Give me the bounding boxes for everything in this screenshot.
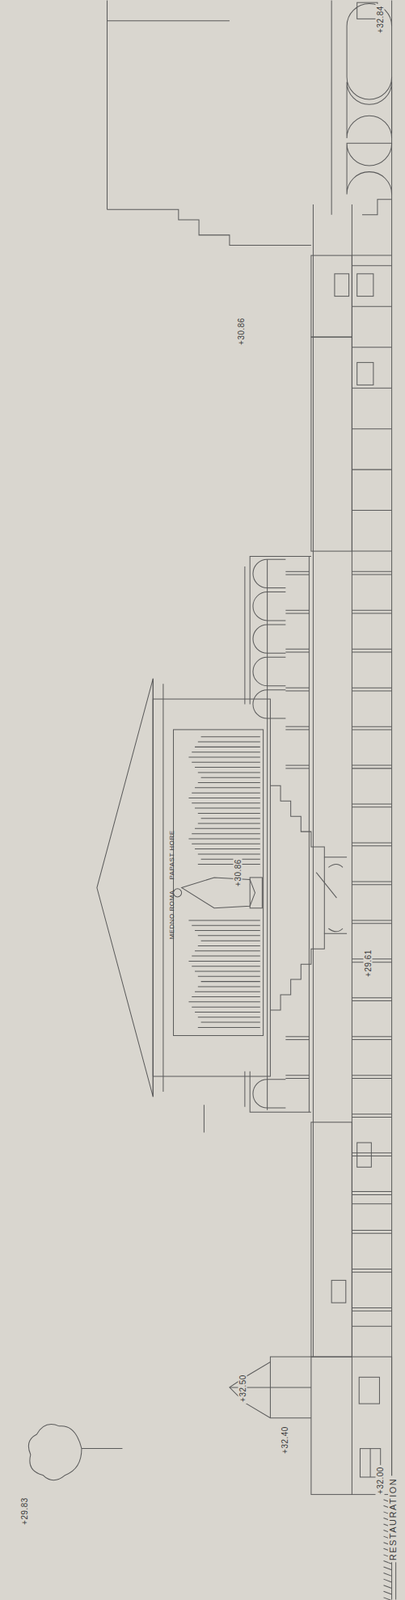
elevation-mark: +30.86	[236, 316, 246, 347]
elevation-mark: +32.84	[375, 4, 385, 35]
elevation-mark: +29.61	[363, 948, 373, 979]
inscription: PAPAST HORE	[168, 828, 176, 882]
elevation-mark: +32.50	[238, 1373, 248, 1405]
inscription: MEDNO ROMA	[168, 889, 176, 942]
title-label: RESTAURATION	[388, 1476, 398, 1564]
elevation-mark: +32.40	[280, 1425, 290, 1456]
elevation-mark: +29.83	[20, 1496, 30, 1528]
elevation-mark: +32.00	[375, 1465, 385, 1497]
elevation-mark: +30.86	[233, 857, 243, 889]
